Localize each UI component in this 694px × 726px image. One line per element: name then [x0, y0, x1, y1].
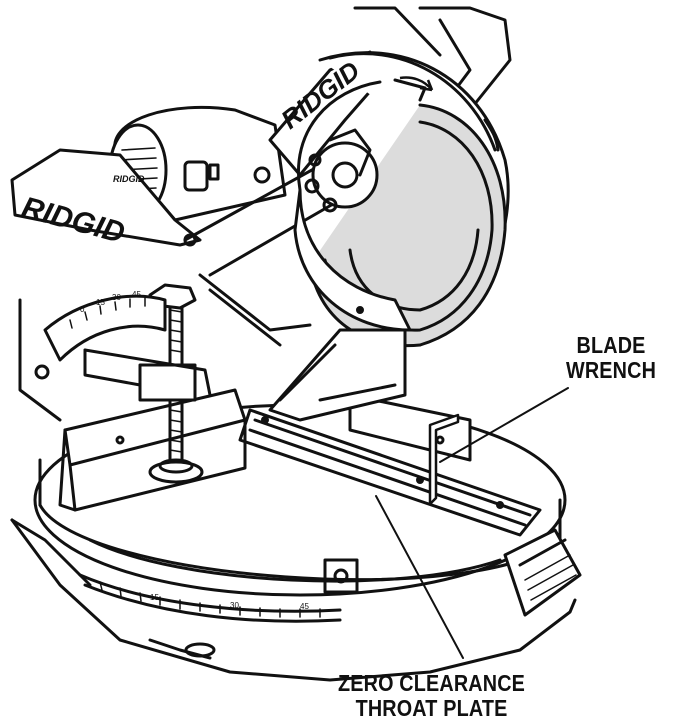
bevel-tick-label: 45: [132, 290, 141, 299]
throat-plate-label-line2: THROAT PLATE: [355, 695, 508, 721]
front-lock-lever: [503, 528, 582, 617]
miter-scale: [78, 558, 359, 623]
saw-base: [10, 518, 577, 682]
blade-wrench-label-line1: BLADE: [576, 332, 646, 358]
saw-blade: [304, 103, 507, 348]
bevel-tick-label: 15: [96, 298, 105, 307]
rear-rail-arm: [353, 6, 512, 112]
blade-wrench: [428, 413, 460, 506]
bevel-tick-label: 0: [80, 305, 85, 314]
bevel-tick-label: 30: [112, 293, 121, 302]
zero-clearance-throat-plate: [238, 408, 542, 537]
saw-arm: [10, 50, 382, 347]
miter-tick-label: 30: [230, 601, 239, 610]
throat-plate-leader-line: [375, 495, 464, 659]
motor-logo: RIDGID: [113, 174, 145, 184]
throat-plate-label-line1: ZERO CLEARANCE: [338, 670, 526, 696]
fence-left: [58, 388, 247, 512]
blade-wrench-label: BLADE WRENCH: [566, 333, 656, 383]
throat-plate-label: ZERO CLEARANCE THROAT PLATE: [338, 671, 525, 721]
bevel-scale: [18, 294, 167, 422]
curved-arrow-icon: [399, 76, 434, 92]
riving-knife: [268, 328, 407, 422]
miter-tick-label: 15: [150, 593, 159, 602]
blade-lower-cover: [293, 188, 412, 332]
blade-wrench-label-line2: WRENCH: [566, 357, 657, 383]
blade-wrench-leader-line: [439, 387, 569, 463]
miter-tick-label: 45: [300, 602, 309, 611]
